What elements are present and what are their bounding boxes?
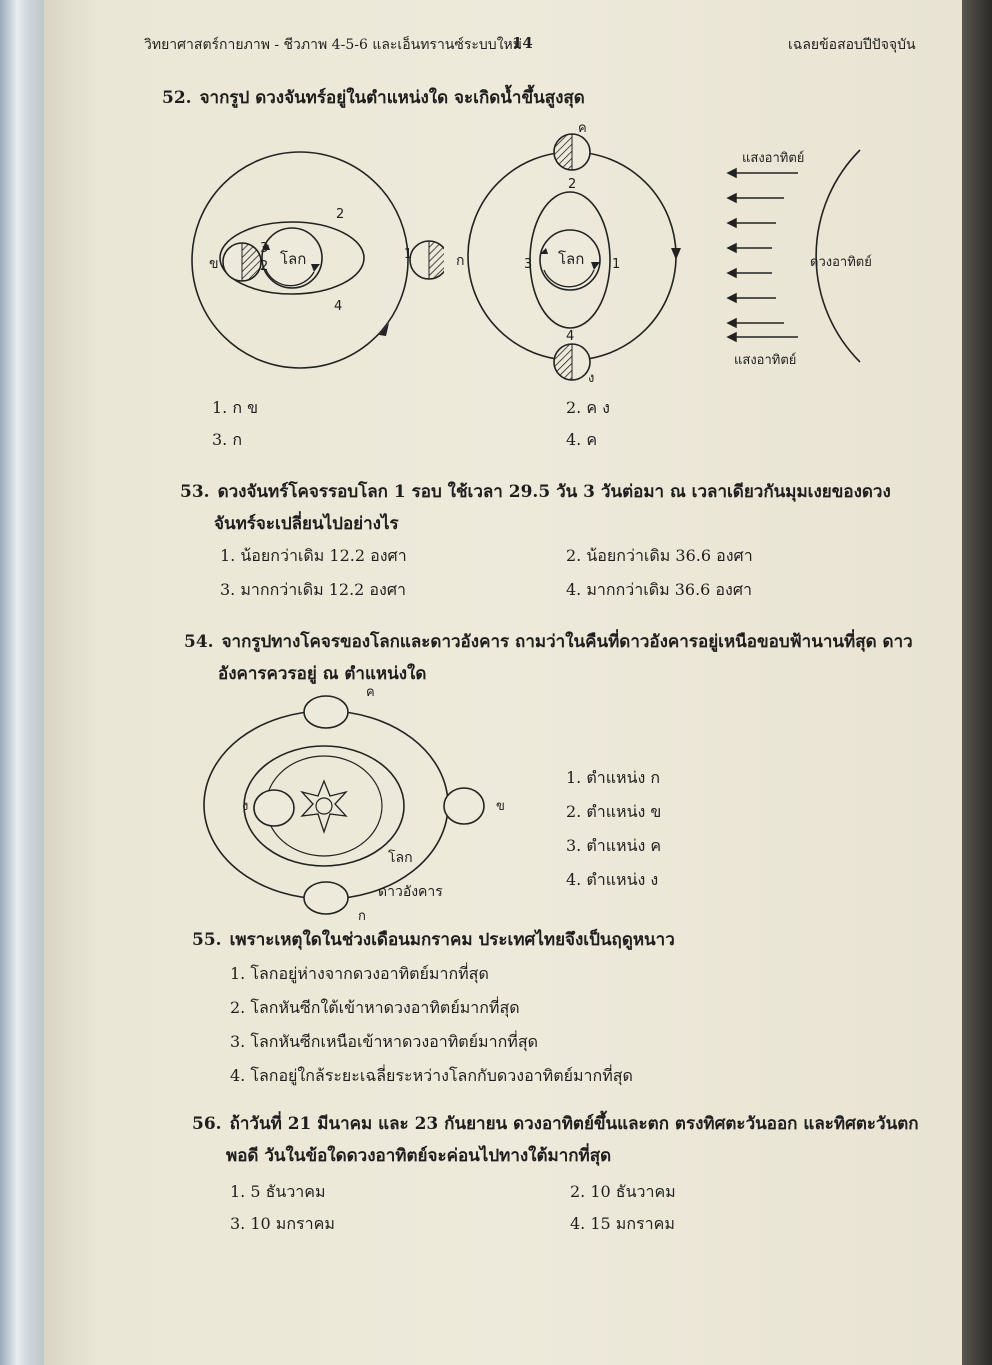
position-3-label: 3 — [260, 241, 268, 256]
q56-option-4[interactable]: 4. 15 มกราคม — [570, 1214, 675, 1233]
mars-orbit-diagram: ค ข ง ก โลก ดาวอังคาร — [203, 686, 504, 924]
position-kho-label: ค — [578, 121, 587, 136]
q53-option-4[interactable]: 4. มากกว่าเดิม 36.6 องศา — [566, 580, 752, 599]
orbit-direction-arrow — [379, 323, 389, 336]
position-1-label: 1 — [612, 257, 620, 272]
q52-option-4[interactable]: 4. ค — [566, 430, 598, 449]
tide-diagram-1: โลก 2 4 1 3 2 ข ก — [191, 151, 444, 369]
question-text-line-2: อังคารควรอยู่ ณ ตำแหน่งใด — [218, 664, 427, 684]
q55-option-2[interactable]: 2. โลกหันซีกใต้เข้าหาดวงอาทิตย์มากที่สุด — [230, 998, 520, 1017]
book-page-stack-edge — [0, 0, 48, 1365]
arrow-head — [540, 248, 548, 254]
q54-option-2[interactable]: 2. ตำแหน่ง ข — [566, 802, 662, 821]
question-text: จากรูป ดวงจันทร์อยู่ในตำแหน่งใด จะเกิดน้… — [199, 88, 585, 108]
question-text-line-2: พอดี วันในข้อใดดวงอาทิตย์จะค่อนไปทางใต้ม… — [226, 1146, 612, 1166]
tidal-bulge — [219, 221, 365, 295]
question-52: 52. จากรูป ดวงจันทร์อยู่ในตำแหน่งใด จะเกิ… — [162, 82, 585, 114]
question-number: 52. — [162, 88, 192, 108]
mars-position-kho — [303, 695, 349, 729]
arrow-head — [262, 244, 270, 250]
question-text-line-1: ถ้าวันที่ 21 มีนาคม และ 23 กันยายน ดวงอา… — [229, 1114, 919, 1134]
question-number: 54. — [184, 632, 214, 652]
sun-icon — [300, 779, 348, 835]
question-text-line-1: จากรูปทางโคจรของโลกและดาวอังคาร ถามว่าใน… — [221, 632, 913, 652]
sunlight-arrows — [726, 167, 798, 343]
earth-label: โลก — [558, 250, 584, 268]
mars-position-ngo — [253, 789, 295, 827]
question-number: 56. — [192, 1114, 222, 1134]
sunlight-diagram: แสงอาทิตย์ ดวงอาทิตย์ แสงอาทิตย์ — [726, 149, 872, 368]
q53-option-3[interactable]: 3. มากกว่าเดิม 12.2 องศา — [220, 580, 406, 599]
header-section: เฉลยข้อสอบปีปัจจุบัน — [788, 37, 916, 53]
q56-option-3[interactable]: 3. 10 มกราคม — [230, 1214, 335, 1233]
rotation-arrow — [543, 269, 595, 288]
earth-orbit — [243, 745, 405, 867]
question-53: 53. ดวงจันทร์โคจรรอบโลก 1 รอบ ใช้เวลา 29.… — [180, 476, 891, 540]
sun-core — [315, 797, 333, 815]
tide-diagram-2: โลก 1 2 3 4 ค ง — [467, 121, 681, 386]
question-number: 53. — [180, 482, 210, 502]
q55-option-1[interactable]: 1. โลกอยู่ห่างจากดวงอาทิตย์มากที่สุด — [230, 964, 489, 983]
moon-orbit — [191, 151, 409, 369]
earth — [539, 229, 601, 291]
position-ka-label: ก — [358, 909, 366, 924]
sunlight-label-top: แสงอาทิตย์ — [742, 150, 804, 166]
position-3-label: 3 — [524, 257, 532, 272]
position-kha-label: ข — [209, 256, 219, 272]
arrow-head — [311, 264, 320, 272]
mars-position-ka — [303, 881, 349, 915]
position-1-label: 1 — [404, 247, 412, 262]
position-2b-label: 2 — [260, 259, 268, 274]
position-ngo-label: ง — [242, 799, 248, 814]
q54-option-1[interactable]: 1. ตำแหน่ง ก — [566, 768, 661, 787]
q54-option-4[interactable]: 4. ตำแหน่ง ง — [566, 870, 659, 889]
fig1-ka-label-outer: ก — [456, 253, 465, 269]
q54-option-3[interactable]: 3. ตำแหน่ง ค — [566, 836, 662, 855]
question-text-line-2: จันทร์จะเปลี่ยนไปอย่างไร — [214, 514, 399, 534]
position-ngo-label: ง — [588, 371, 594, 386]
sunlight-label-bottom: แสงอาทิตย์ — [734, 352, 796, 368]
tidal-bulge — [529, 191, 611, 329]
book-spine-shadow — [962, 0, 992, 1365]
arrow-head — [591, 262, 600, 270]
earth — [261, 227, 323, 289]
orbit-direction-arrow — [671, 248, 681, 260]
mars-orbit — [203, 710, 449, 900]
position-4-label: 4 — [566, 329, 574, 344]
question-56: 56. ถ้าวันที่ 21 มีนาคม และ 23 กันยายน ดว… — [192, 1108, 919, 1172]
header-page-number: 14 — [512, 34, 533, 52]
moon-ka-dark-half — [428, 240, 444, 280]
q52-option-2[interactable]: 2. ค ง — [566, 398, 610, 417]
exam-page: วิทยาศาสตร์กายภาพ - ชีวภาพ 4-5-6 และเอ็น… — [44, 0, 962, 1365]
q52-option-1[interactable]: 1. ก ข — [212, 398, 259, 417]
earth-label: โลก — [280, 250, 306, 268]
moon-kho-dark-half — [553, 133, 573, 171]
position-kha-label: ข — [496, 799, 504, 814]
header-subject: วิทยาศาสตร์กายภาพ - ชีวภาพ 4-5-6 และเอ็น… — [144, 37, 522, 53]
question-54: 54. จากรูปทางโคจรของโลกและดาวอังคาร ถามว่… — [184, 626, 913, 690]
q56-option-1[interactable]: 1. 5 ธันวาคม — [230, 1182, 326, 1201]
mars-position-kha — [443, 787, 485, 825]
question-55: 55. เพราะเหตุใดในช่วงเดือนมกราคม ประเทศไท… — [192, 924, 675, 956]
position-2-label: 2 — [568, 177, 576, 192]
q56-option-2[interactable]: 2. 10 ธันวาคม — [570, 1182, 676, 1201]
question-number: 55. — [192, 930, 222, 950]
position-kho-label: ค — [366, 686, 375, 700]
mars-label: ดาวอังคาร — [378, 884, 443, 900]
question-text: เพราะเหตุใดในช่วงเดือนมกราคม ประเทศไทยจึ… — [229, 930, 675, 950]
q55-option-3[interactable]: 3. โลกหันซีกเหนือเข้าหาดวงอาทิตย์มากที่ส… — [230, 1032, 538, 1051]
q53-option-2[interactable]: 2. น้อยกว่าเดิม 36.6 องศา — [566, 546, 753, 565]
earth-label: โลก — [388, 849, 413, 866]
q55-option-4[interactable]: 4. โลกอยู่ใกล้ระยะเฉลี่ยระหว่างโลกกับดวง… — [230, 1066, 633, 1085]
position-4-label: 4 — [334, 299, 342, 314]
rotation-arrow — [265, 269, 315, 287]
question-text-line-1: ดวงจันทร์โคจรรอบโลก 1 รอบ ใช้เวลา 29.5 ว… — [217, 482, 891, 502]
sun-label: ดวงอาทิตย์ — [810, 254, 872, 270]
position-2-label: 2 — [336, 207, 344, 222]
q52-option-3[interactable]: 3. ก — [212, 430, 243, 449]
q53-option-1[interactable]: 1. น้อยกว่าเดิม 12.2 องศา — [220, 546, 407, 565]
sun-edge — [815, 149, 861, 363]
moon-ngo-dark-half — [553, 343, 573, 381]
moon-kha-dark-half — [241, 242, 262, 282]
